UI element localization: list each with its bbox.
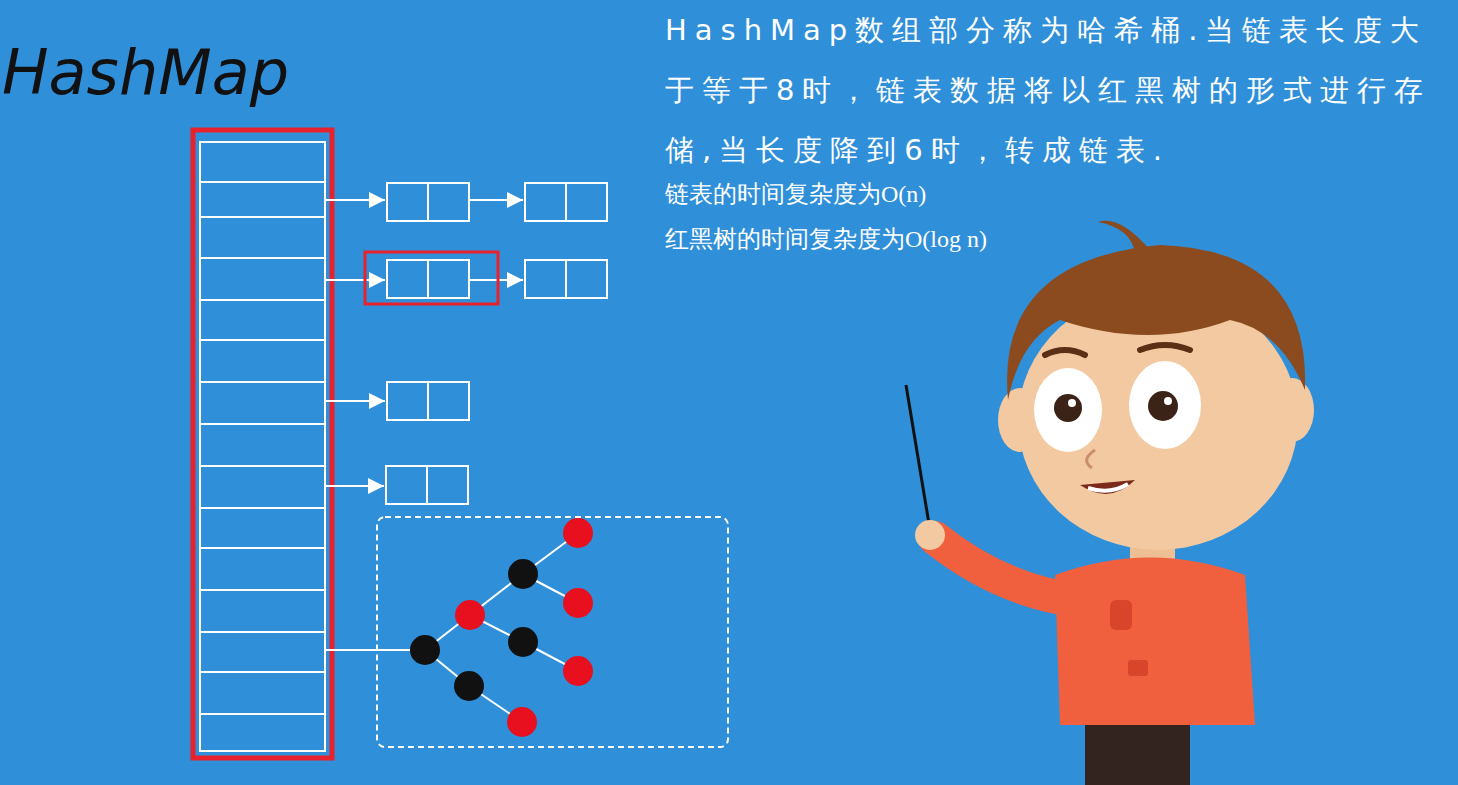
linked-lists [325, 183, 607, 504]
complexity-note: 红黑树的时间复杂度为O(log n) [665, 225, 987, 254]
cartoon-boy [906, 221, 1314, 785]
bucket-array [193, 130, 332, 758]
red-black-tree [325, 517, 728, 747]
diagram-title: HashMap [2, 42, 289, 104]
complexity-note: 链表的时间复杂度为O(n) [665, 180, 926, 209]
explanation-note: HashMap数组部分称为哈希桶.当链表长度大于等于8时，链表数据将以红黑树的形… [665, 0, 1447, 180]
